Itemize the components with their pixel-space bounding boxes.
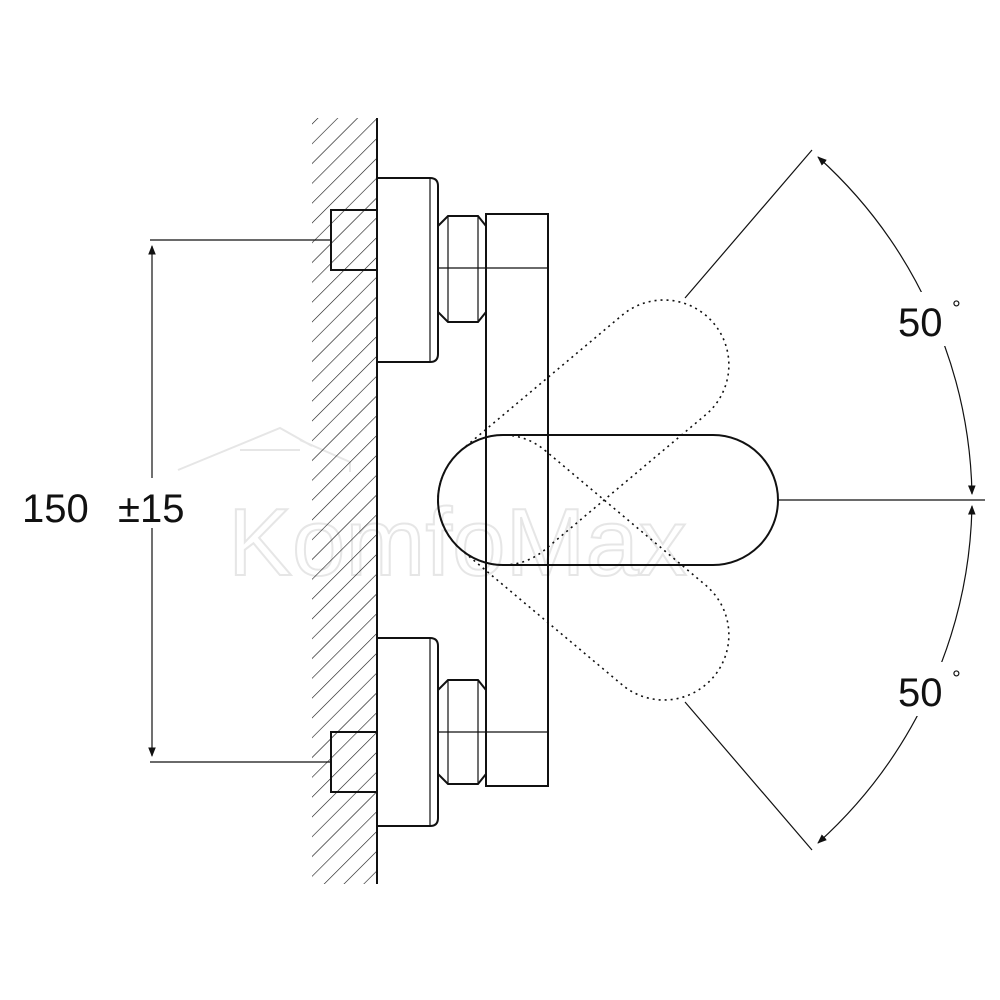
mixer-body-outline [485,213,549,787]
dim-tolerance-label: ±15 [118,487,184,531]
angle-label-upper: 50 [898,301,943,345]
watermark: KomfoMax [177,426,688,597]
angle-ref-lower [684,701,813,851]
upper-connection [330,177,487,363]
angle-label-lower: 50 [898,671,943,715]
lower-connection [330,637,487,827]
angle-degree-lower: ° [952,666,961,691]
upper-escutcheon [377,177,439,363]
angle-degree-upper: ° [952,296,961,321]
angle-ref-upper [684,149,813,299]
wall [312,118,378,884]
upper-hex-nut [437,215,487,323]
watermark-logo-text: KomfoMax [228,489,687,596]
height-dimension: 150 ±15 [18,239,331,763]
wall-hatching [312,118,377,884]
angle-label-bg-lower [896,662,974,716]
angle-dimension: 50 ° 50 ° [684,149,985,851]
angle-label-bg-upper [896,292,974,346]
mixer-body [485,213,549,787]
dim-label-bg [18,478,218,528]
lower-escutcheon [377,637,439,827]
dim-value-label: 150 [22,487,89,531]
